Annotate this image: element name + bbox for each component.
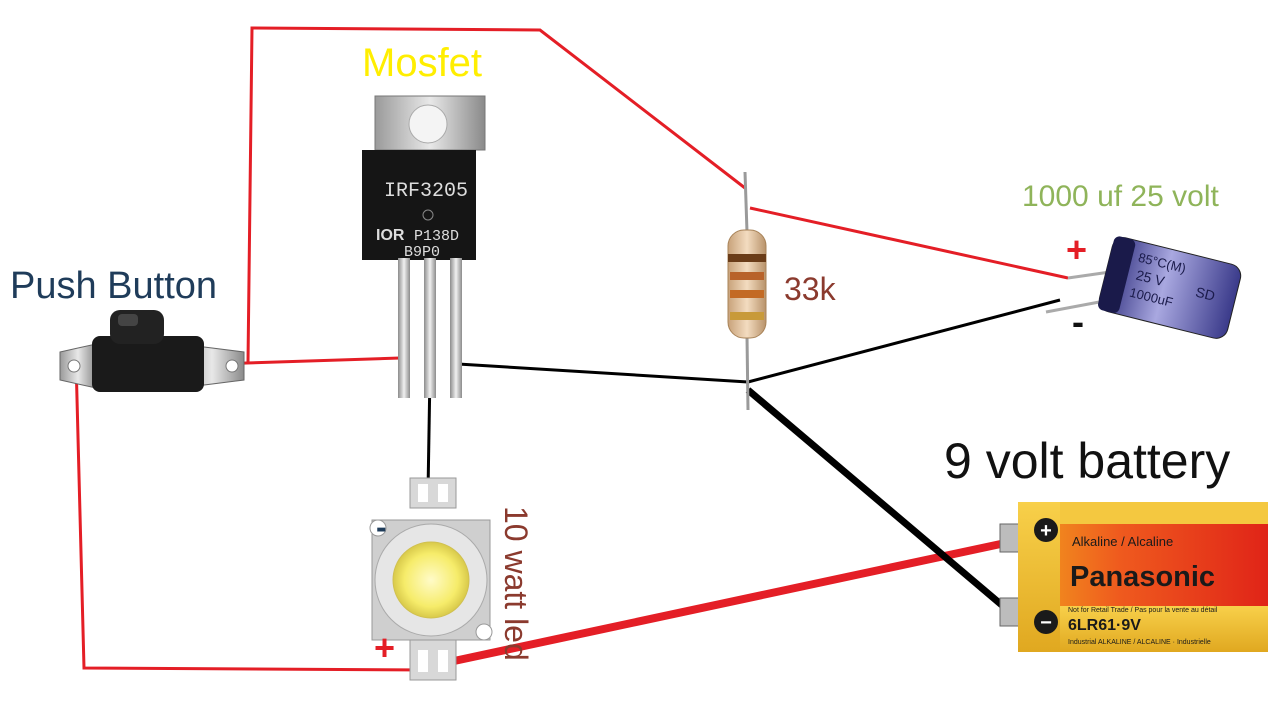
mosfet-marking-part: IRF3205 [384, 180, 468, 203]
push-button-label: Push Button [10, 265, 217, 307]
wire-red-led-battery [439, 538, 1011, 668]
wire-black-resistor-battery [745, 387, 1013, 615]
push-button-component [59, 310, 245, 392]
led-label: 10 watt led [498, 506, 534, 661]
labels: Mosfet Push Button 1000 uf 25 volt 33k 9… [10, 41, 1230, 668]
resistor-label: 33k [784, 271, 837, 307]
capacitor-component: 85°C(M) 25 V 1000uF SD [1045, 236, 1242, 339]
capacitor-plus-label: + [1066, 229, 1087, 270]
wire-black-resistor-cap [747, 298, 1061, 384]
wires [74, 26, 1069, 672]
wire-red-button-led [74, 359, 431, 672]
wire-black-mosfet-resistor [457, 362, 749, 384]
resistor-component [727, 171, 767, 411]
capacitor-marking-series: SD [1194, 284, 1217, 304]
wire-red-top [246, 26, 746, 363]
mosfet-component: IRF3205 IOR P138D B9P0 [362, 95, 486, 398]
led-minus-label: - [376, 509, 387, 545]
capacitor-minus-label: - [1072, 301, 1084, 342]
battery-plus-mark: + [1040, 520, 1052, 542]
battery-model-text: 6LR61·9V [1068, 617, 1141, 634]
battery-sub-text: Industrial ALKALINE / ALCALINE · Industr… [1068, 639, 1211, 646]
mosfet-marking-logo: IOR [376, 227, 405, 244]
mosfet-label: Mosfet [362, 41, 482, 85]
battery-type-text: Alkaline / Alcaline [1072, 534, 1173, 549]
wire-red-button-mosfet [214, 356, 401, 366]
battery-minus-mark: − [1040, 612, 1052, 634]
mosfet-marking-lot: B9P0 [404, 244, 440, 261]
mosfet-marking-code: P138D [414, 228, 459, 245]
battery-brand-text: Panasonic [1070, 561, 1215, 593]
capacitor-label: 1000 uf 25 volt [1022, 180, 1219, 213]
capacitor-marking-voltage: 25 V [1134, 267, 1166, 290]
wire-red-resistor-cap [749, 206, 1069, 280]
battery-label: 9 volt battery [944, 433, 1230, 489]
battery-notice-text: Not for Retail Trade / Pas pour la vente… [1068, 607, 1218, 614]
led-plus-label: + [374, 627, 395, 668]
led-component [369, 477, 493, 681]
battery-component: + − Alkaline / Alcaline Panasonic Not fo… [999, 502, 1268, 652]
